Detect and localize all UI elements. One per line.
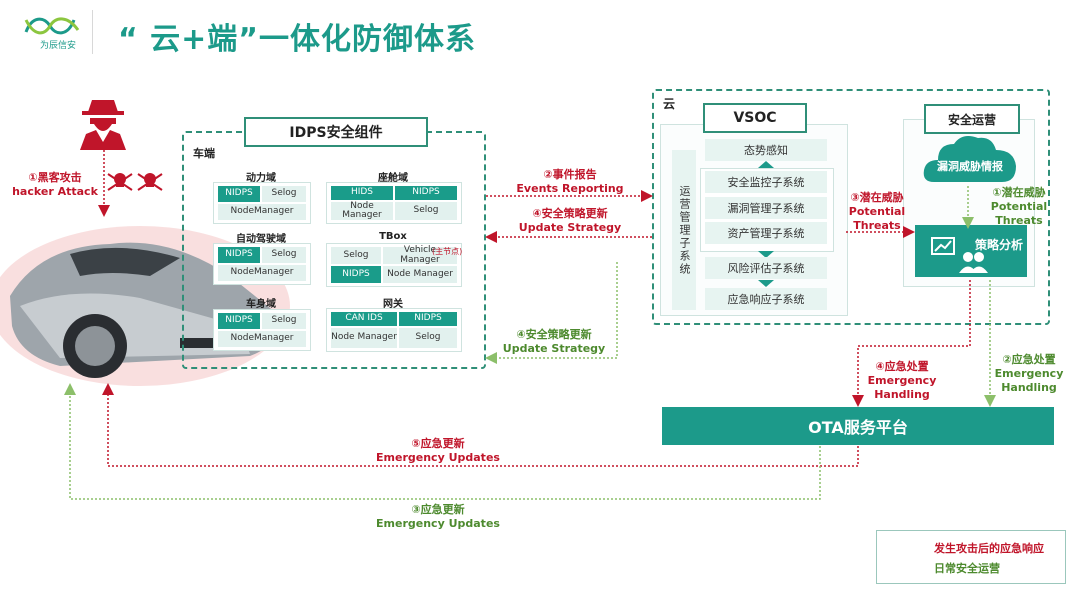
domain-gateway: CAN IDS NIDPS Node Manager Selog [326, 308, 462, 352]
chip-selog: Selog [395, 202, 457, 220]
subsystem-monitoring: 安全监控子系统 [705, 171, 827, 193]
chart-icon [931, 237, 955, 261]
ops-management-vertical: 运营管理子系统 [672, 150, 696, 310]
domain-power: NIDPS Selog NodeManager [213, 182, 311, 224]
header-divider [92, 10, 93, 54]
skull-icons [106, 170, 166, 198]
chip-selog: Selog [399, 328, 457, 348]
subsystem-vulnerability: 漏洞管理子系统 [705, 197, 827, 219]
subsystem-risk-assessment: 风险评估子系统 [705, 257, 827, 279]
logo-text: 为辰信安 [40, 41, 77, 51]
chip-nidps: NIDPS [218, 186, 260, 202]
domain-cockpit: HIDS NIDPS Node Manager Selog [326, 182, 462, 224]
domain-adas: NIDPS Selog NodeManager [213, 243, 311, 285]
subsystem-situation: 态势感知 [705, 139, 827, 161]
logo-icon [22, 12, 82, 44]
subsystem-asset: 资产管理子系统 [705, 222, 827, 244]
vsoc-title: VSOC [703, 103, 807, 133]
domain-title-body: 车身域 [246, 299, 276, 310]
legend-red-label: 发生攻击后的应急响应 [934, 542, 1044, 555]
cloud-label: 云 [663, 97, 676, 111]
domain-tbox: Selog Vehicle Manager NIDPS Node Manager [326, 243, 462, 287]
subsystem-emergency-response: 应急响应子系统 [705, 288, 827, 310]
domain-title-tbox: TBox [379, 231, 407, 242]
down-arrow-icon [758, 280, 774, 287]
legend [876, 530, 1066, 584]
domain-title-cockpit: 座舱域 [378, 173, 408, 184]
idps-title: IDPS安全组件 [244, 117, 428, 147]
chip-can-ids: CAN IDS [331, 312, 397, 326]
chip-nodemanager: NodeManager [218, 204, 306, 220]
chip-nidps: NIDPS [395, 186, 457, 200]
chip-selog: Selog [331, 247, 381, 264]
hacker-icon [74, 94, 132, 156]
chip-nodemanager: NodeManager [218, 331, 306, 347]
chip-nidps: NIDPS [218, 313, 260, 329]
chip-nodemanager: Node Manager [331, 328, 397, 348]
domain-title-gateway: 网关 [383, 299, 403, 310]
car-section-label: 车端 [193, 147, 215, 160]
chip-nidps: NIDPS [218, 247, 260, 263]
chip-nodemanager: NodeManager [218, 265, 306, 281]
chip-selog: Selog [262, 313, 306, 329]
users-icon [958, 250, 988, 278]
chip-nodemanager: Node Manager [331, 201, 393, 220]
domain-title-power: 动力域 [246, 173, 276, 184]
up-arrow-icon [758, 161, 774, 168]
vuln-intel-label: 漏洞威胁情报 [937, 160, 1003, 173]
domain-title-adas: 自动驾驶域 [236, 234, 286, 245]
cloud-icon [922, 132, 1018, 188]
strategy-label: 策略分析 [975, 238, 1024, 252]
domain-body: NIDPS Selog NodeManager [213, 309, 311, 351]
chip-selog: Selog [262, 247, 306, 263]
legend-green-label: 日常安全运营 [934, 562, 1000, 575]
chip-selog: Selog [262, 186, 306, 202]
page-title: “ 云+端”一体化防御体系 [118, 22, 477, 57]
chip-nidps: NIDPS [331, 266, 381, 283]
hacker-label: ①黑客攻击 hacker Attack [12, 171, 98, 198]
chip-vehicle-manager: Vehicle Manager [383, 245, 457, 264]
cloud-container [652, 89, 1050, 325]
tbox-main-node-note: (主节点) [432, 247, 463, 256]
secops-title: 安全运营 [924, 104, 1020, 134]
chip-nodemanager: Node Manager [383, 266, 457, 283]
chip-nidps: NIDPS [399, 312, 457, 326]
down-arrow-icon [758, 251, 774, 258]
chip-hids: HIDS [331, 186, 393, 200]
ota-platform: OTA服务平台 [662, 407, 1054, 445]
